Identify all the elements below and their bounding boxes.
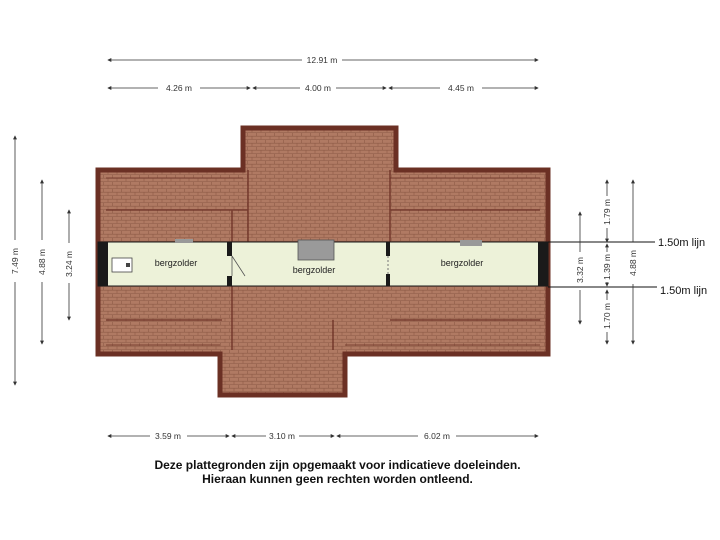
dim-bottom-3: 6.02 m xyxy=(424,431,450,441)
attic-floor xyxy=(97,239,549,287)
dim-top-total: 12.91 m xyxy=(307,55,338,65)
boiler-icon xyxy=(111,257,133,273)
height-line-label-top: 1.50m lijn xyxy=(658,237,705,249)
dim-top-2: 4.00 m xyxy=(305,83,331,93)
disclaimer-line-2: Hieraan kunnen geen rechten worden ontle… xyxy=(202,472,473,486)
disclaimer: Deze plattegronden zijn opgemaakt voor i… xyxy=(0,458,675,486)
top-dimensions xyxy=(107,58,539,90)
dim-top-3: 4.45 m xyxy=(448,83,474,93)
dim-left-inner: 3.24 m xyxy=(64,251,74,277)
dim-right-inner: 3.32 m xyxy=(575,257,585,283)
dim-bottom-2: 3.10 m xyxy=(269,431,295,441)
dim-right-outer: 4.88 m xyxy=(628,250,638,276)
height-lines xyxy=(548,241,657,288)
dim-top-1: 4.26 m xyxy=(166,83,192,93)
dim-right-stack-1: 1.79 m xyxy=(602,199,612,225)
dim-left-middle: 4.88 m xyxy=(37,249,47,275)
room-label-west: bergzolder xyxy=(155,258,198,268)
room-label-center: bergzolder xyxy=(293,265,336,275)
dim-right-stack-3: 1.70 m xyxy=(602,303,612,329)
room-label-east: bergzolder xyxy=(441,258,484,268)
dim-right-stack-2: 1.39 m xyxy=(602,254,612,280)
right-dimensions xyxy=(578,179,635,345)
height-line-label-bottom: 1.50m lijn xyxy=(660,285,707,297)
left-dimensions xyxy=(13,135,71,386)
dim-bottom-1: 3.59 m xyxy=(155,431,181,441)
disclaimer-line-1: Deze plattegronden zijn opgemaakt voor i… xyxy=(154,458,521,472)
hatch-icon xyxy=(297,239,335,261)
dim-left-outer: 7.49 m xyxy=(10,248,20,274)
